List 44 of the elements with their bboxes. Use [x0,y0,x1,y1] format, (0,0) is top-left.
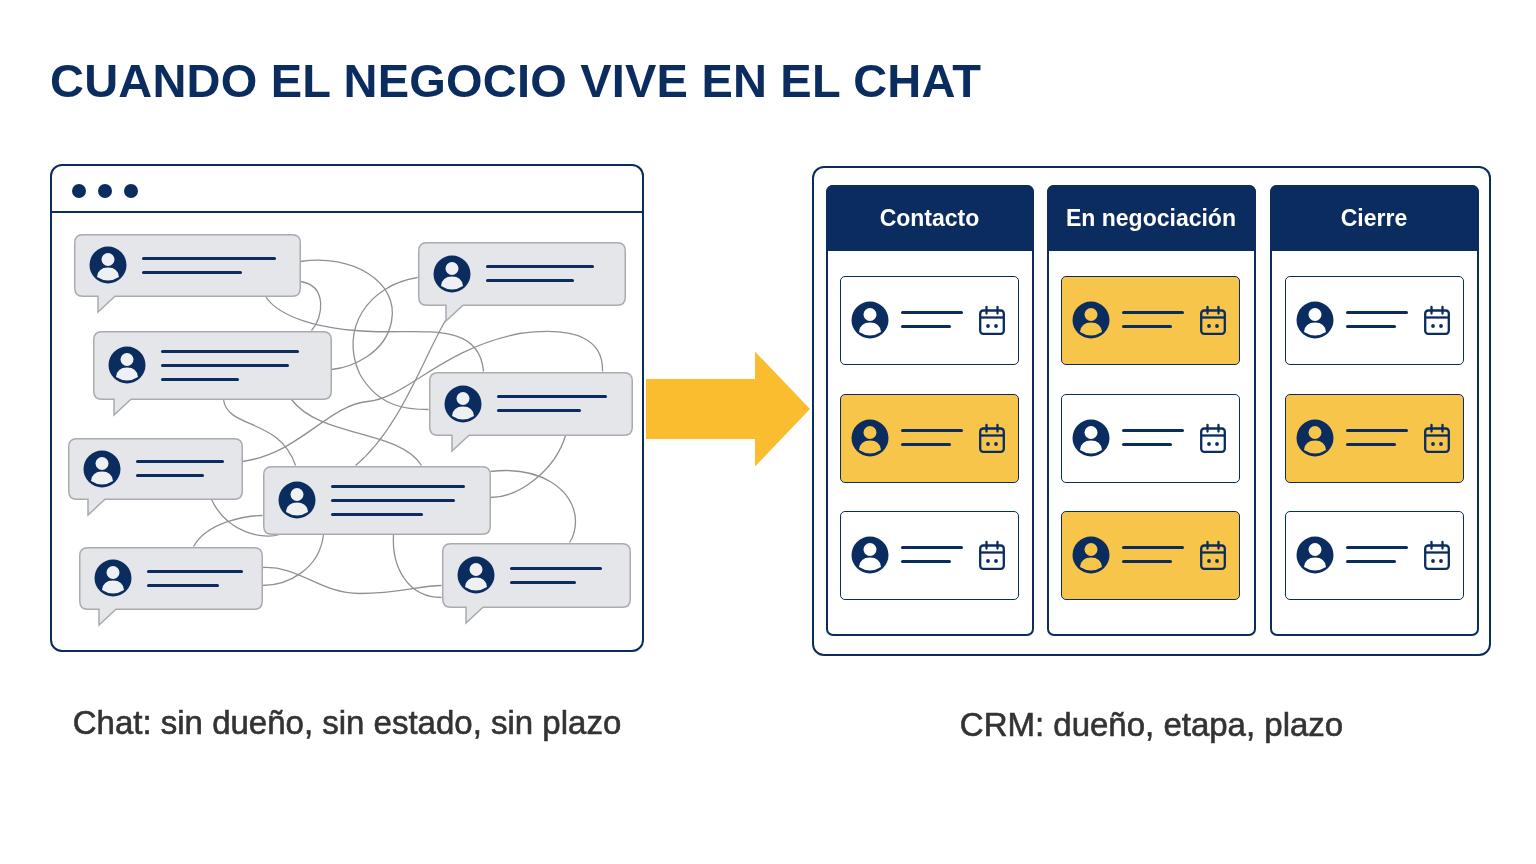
kanban-column [1269,184,1479,636]
deal-card [1060,393,1240,483]
tangled-line [352,276,430,411]
tangled-line [264,295,485,373]
deal-card [1060,275,1240,365]
chat-bubble [441,542,631,624]
tangled-line [290,398,423,467]
panel-label: Chat: sin dueño, sin estado, sin plazo [71,704,623,742]
block-arrow [646,351,810,467]
deal-card [839,510,1019,600]
tangled-line [210,498,281,537]
deal-card [1060,510,1240,600]
tangled-line [241,330,604,463]
column-header: En negociación [1046,184,1256,251]
deal-card [839,393,1019,483]
tangled-line [299,259,393,371]
page-title: CUANDO EL NEGOCIO VIVE EN EL CHAT [50,53,982,108]
tangled-line [261,533,325,587]
chat-bubble [67,437,243,516]
column-header: Cierre [1269,184,1479,251]
column-header: Contacto [825,184,1034,251]
tangled-line [299,280,322,332]
tangled-line [192,514,264,548]
deal-card [1284,510,1464,600]
crm-board [812,166,1491,656]
chat-bubble [73,233,301,313]
deal-card [839,275,1019,365]
tangled-line [222,398,297,467]
tangled-line [261,566,443,595]
chat-bubble [78,546,263,626]
kanban-column [1046,184,1256,636]
tangled-line [392,533,443,599]
tangled-line [354,319,447,467]
chat-window [50,164,644,652]
chat-bubble [417,241,626,322]
chat-bubble [428,371,633,452]
tangled-line [489,434,567,499]
tangled-line [489,469,577,544]
deal-card [1284,393,1464,483]
kanban-column [825,184,1034,636]
chat-bubble [92,330,332,416]
deal-card [1284,275,1464,365]
chat-bubble [262,465,491,535]
panel-label: CRM: dueño, etapa, plazo [958,706,1345,744]
